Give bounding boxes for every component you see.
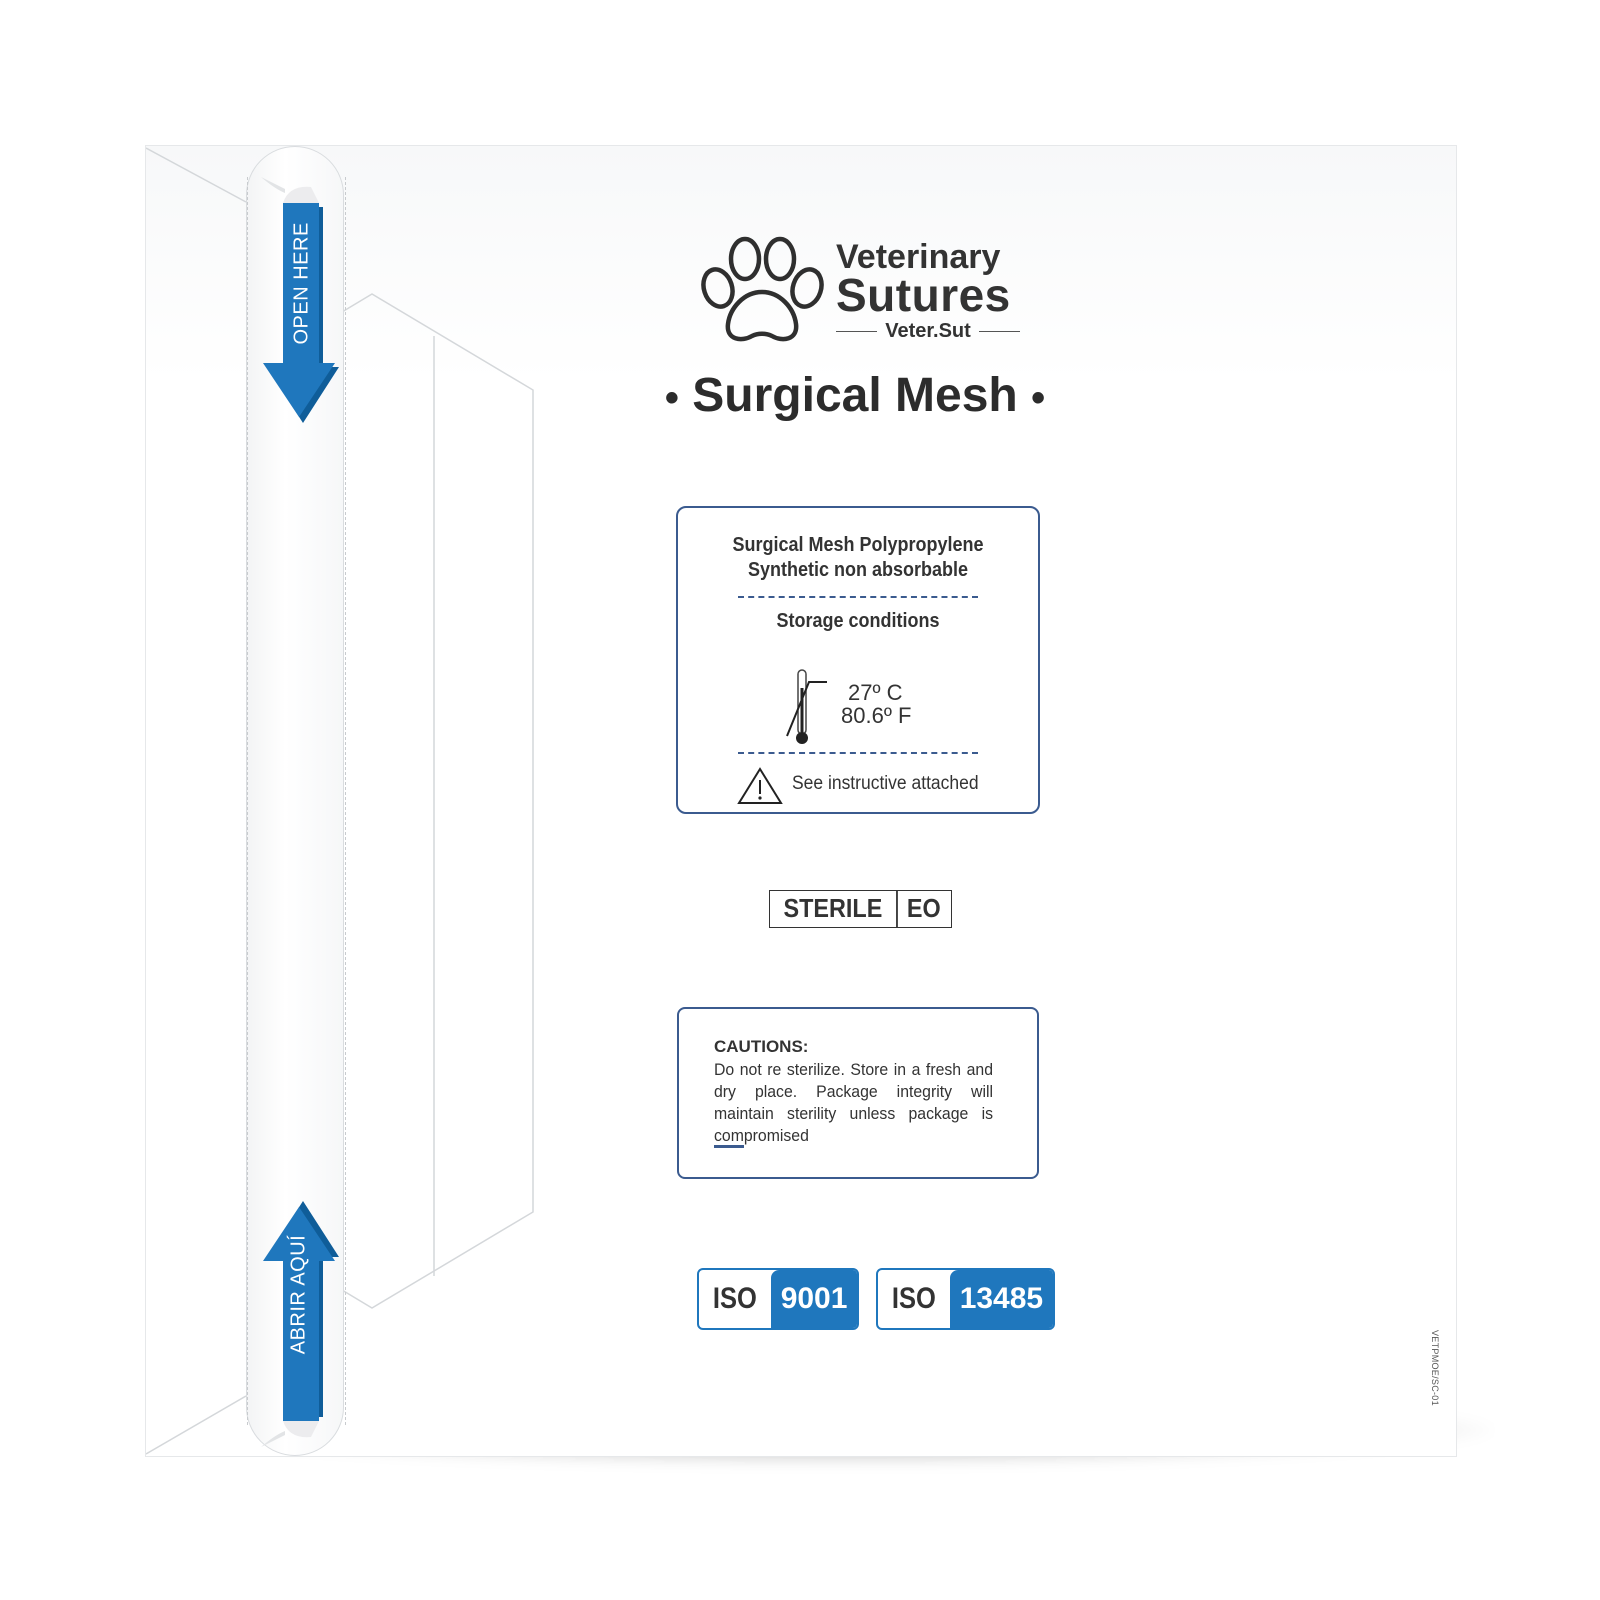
perforation-right xyxy=(345,177,346,1425)
sterile-label: STERILE xyxy=(783,893,883,923)
product-title: • Surgical Mesh • xyxy=(660,368,1050,423)
sterile-eo-symbol: STERILE EO xyxy=(769,890,952,928)
iso-number: 9001 xyxy=(770,1270,858,1328)
iso-9001-badge: ISO 9001 xyxy=(697,1268,860,1330)
divider-top xyxy=(738,596,978,598)
abrir-aqui-label: ABRIR AQUÍ xyxy=(287,1234,310,1355)
product-info-label: Surgical Mesh Polypropylene Synthetic no… xyxy=(676,506,1040,814)
arrow-up-icon xyxy=(261,1201,339,1447)
max-temperature-fahrenheit: 80.6º F xyxy=(841,703,912,728)
storage-title: Storage conditions xyxy=(776,610,940,632)
iso-13485-badge: ISO 13485 xyxy=(876,1268,1056,1330)
sterilization-method: EO xyxy=(907,893,941,923)
cautions-mark xyxy=(714,1145,744,1148)
instructions-notice: See instructive attached xyxy=(792,773,979,794)
bullet-right: • xyxy=(1031,375,1046,420)
package-fold-lines xyxy=(146,147,534,1455)
brand-logo: Veterinary Sutures Veter.Sut xyxy=(700,236,1040,346)
brand-name-line1: Veterinary xyxy=(836,238,1001,276)
thermometer-icon xyxy=(786,669,827,744)
brand-tagline: Veter.Sut xyxy=(836,320,1021,343)
reference-code: VETPMOE/SC-01 xyxy=(1430,1330,1440,1406)
product-title-text: Surgical Mesh xyxy=(692,369,1018,422)
warning-triangle-icon xyxy=(737,767,783,804)
sterile-divider xyxy=(895,891,898,927)
iso-label: ISO xyxy=(704,1270,766,1328)
material-line: Surgical Mesh Polypropylene xyxy=(732,534,984,556)
cautions-title: CAUTIONS: xyxy=(714,1037,809,1056)
paw-icon xyxy=(701,236,824,342)
tear-strip[interactable]: OPEN HERE ABRIR AQUÍ xyxy=(246,146,346,1456)
divider-bottom xyxy=(738,752,978,754)
tagline-rule-left xyxy=(836,330,878,333)
open-here-label: OPEN HERE xyxy=(290,222,313,345)
type-line: Synthetic non absorbable xyxy=(747,559,969,581)
tagline-rule-right xyxy=(978,330,1021,333)
iso-number: 13485 xyxy=(949,1270,1054,1328)
arrow-down-icon xyxy=(261,177,339,423)
max-temperature-celsius: 27º C xyxy=(848,680,903,705)
bullet-left: • xyxy=(664,375,679,420)
perforation-left xyxy=(247,177,248,1425)
cautions-text: Do not re sterilize. Store in a fresh an… xyxy=(714,1060,993,1145)
brand-short-name: Veter.Sut xyxy=(885,320,971,342)
brand-name-line2: Sutures xyxy=(836,269,1011,321)
iso-label: ISO xyxy=(883,1270,945,1328)
cautions-box: CAUTIONS: Do not re sterilize. Store in … xyxy=(677,1007,1039,1179)
